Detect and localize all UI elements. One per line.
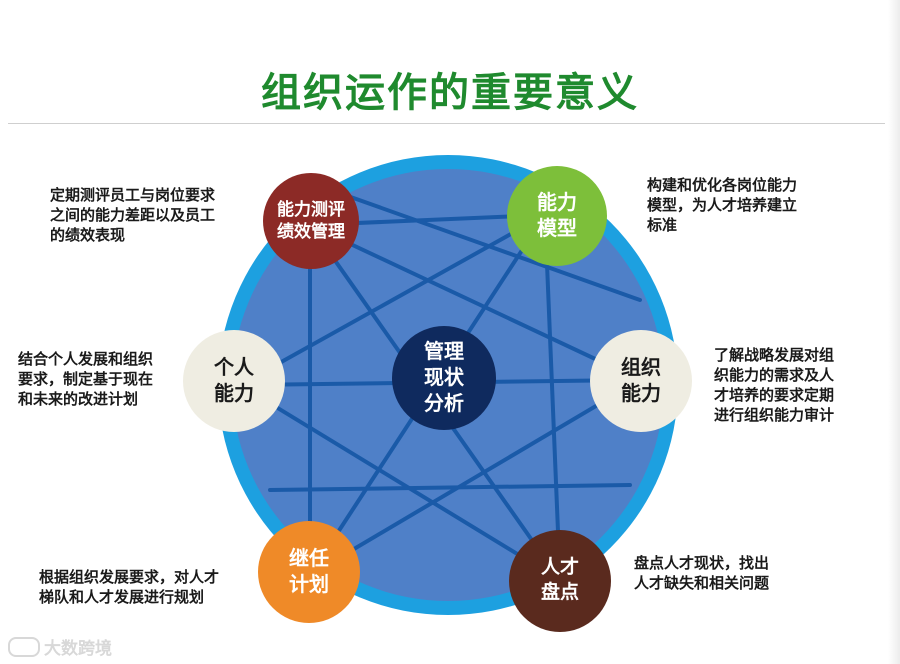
page-right-edge (888, 0, 900, 664)
node-competency-model-label: 能力 模型 (537, 192, 577, 240)
desc-talent-review: 盘点人才现状，找出 人才缺失和相关问题 (634, 555, 770, 592)
node-talent-review-label: 人才 盘点 (540, 557, 579, 603)
center-node: 管理 现状 分析 (392, 326, 496, 430)
node-competency-model: 能力 模型 (507, 166, 607, 266)
desc-competency-model: 构建和优化各岗位能力 模型，为人才培养建立 标准 (647, 177, 798, 234)
desc-org-capability: 了解战略发展对组 织能力的需求及人 才培养的要求定期 进行组织能力审计 (714, 347, 835, 424)
node-personal-capability: 个人 能力 (183, 330, 285, 432)
watermark: 大数跨境 (8, 634, 112, 659)
title-divider (8, 123, 885, 124)
node-succession-plan: 继任 计划 (258, 521, 360, 623)
center-node-label: 管理 现状 分析 (424, 341, 464, 415)
node-org-capability-label: 组织 能力 (621, 357, 661, 405)
page-title: 组织运作的重要意义 (261, 71, 639, 115)
desc-personal-capability: 结合个人发展和组织 要求，制定基于现在 和未来的改进计划 (18, 351, 154, 408)
node-personal-capability-label: 个人 能力 (214, 357, 254, 405)
watermark-text: 大数跨境 (44, 639, 112, 658)
node-talent-review: 人才 盘点 (509, 530, 611, 632)
node-assessment-label: 能力测评 绩效管理 (277, 199, 345, 241)
watermark-logo-icon (8, 636, 40, 657)
desc-assessment: 定期测评员工与岗位要求 之间的能力差距以及员工 的绩效表现 (50, 187, 216, 244)
node-assessment: 能力测评 绩效管理 (263, 173, 359, 269)
node-org-capability: 组织 能力 (590, 330, 692, 432)
desc-succession-plan: 根据组织发展要求，对人才 梯队和人才发展进行规划 (39, 569, 220, 606)
node-succession-plan-label: 继任 计划 (289, 548, 329, 596)
